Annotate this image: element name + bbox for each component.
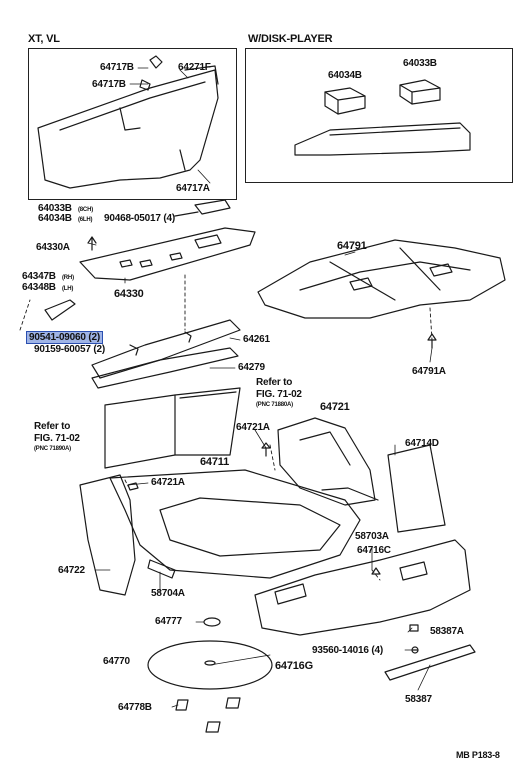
part-label-64717a[interactable]: 64717A [176,183,210,194]
part-label-58704a[interactable]: 58704A [151,588,185,599]
part-label-64721a-1[interactable]: 64721A [236,422,270,433]
part-label-64711[interactable]: 64711 [200,456,229,468]
part-label-64791[interactable]: 64791 [337,240,367,252]
part-note-64033b-a: (8CH) [78,207,93,213]
refer-note-2-line2[interactable]: FIG. 71-02 [34,433,80,444]
inset-xt-vl [28,48,237,200]
part-label-58703a[interactable]: 58703A [355,531,389,542]
part-label-90468[interactable]: 90468-05017 (4) [104,213,175,224]
trim-64261-64279 [91,319,241,389]
card-64714d [387,444,446,533]
part-label-64791a[interactable]: 64791A [412,366,446,377]
part-label-64714d[interactable]: 64714D [405,438,439,449]
part-64033b-shape [194,199,231,215]
part-label-64330[interactable]: 64330 [114,288,144,300]
part-label-58387[interactable]: 58387 [405,694,432,705]
part-label-90541-highlighted[interactable]: 90541-09060 (2) [26,331,103,344]
part-label-64777[interactable]: 64777 [155,616,182,627]
part-label-93560[interactable]: 93560-14016 (4) [312,645,383,656]
trunk-mat-64711 [109,469,361,579]
part-label-64770[interactable]: 64770 [103,656,130,667]
part-label-64034b-a[interactable]: 64034B [38,213,72,224]
part-label-90159[interactable]: 90159-60057 (2) [34,344,105,355]
part-label-64717b-1[interactable]: 64717B [100,62,134,73]
side-trim-64722 [79,474,136,596]
part-label-58387a[interactable]: 58387A [430,626,464,637]
part-label-64716g[interactable]: 64716G [275,660,313,672]
part-label-64778b[interactable]: 64778B [118,702,152,713]
part-note-64347b: (RH) [62,275,74,281]
part-label-64330a[interactable]: 64330A [36,242,70,253]
rear-trim-64716g [254,539,471,636]
refer-note-1-line2[interactable]: FIG. 71-02 [256,389,302,400]
inset-disk-player [245,48,513,183]
part-note-64348b: (LH) [62,286,74,292]
diagram-code: MB P183-8 [456,750,500,760]
refer-note-1-line1: Refer to [256,377,293,388]
shelf-disk-player [294,79,471,156]
part-note-64034b-a: (6LH) [78,217,93,223]
refer-note-1-line3: (PNC 71880A) [256,402,293,408]
part-label-64716c[interactable]: 64716C [357,545,391,556]
side-boards [104,387,241,469]
part-label-64261[interactable]: 64261 [243,334,270,345]
panel-64271f-64717a [37,55,219,189]
refer-note-2-line1: Refer to [34,421,71,432]
bracket-64347b [44,299,76,321]
part-label-64034b[interactable]: 64034B [328,70,362,81]
refer-note-2-line3: (PNC 71890A) [34,446,71,452]
part-label-64722[interactable]: 64722 [58,565,85,576]
section-title-disk-player: W/DISK-PLAYER [248,33,333,45]
part-label-64348b[interactable]: 64348B [22,282,56,293]
strip-58387 [384,644,476,681]
part-label-64271f[interactable]: 64271F [178,62,211,73]
shelf-64330 [79,227,256,281]
part-label-64279[interactable]: 64279 [238,362,265,373]
part-label-64721a-2[interactable]: 64721A [151,477,185,488]
pads-64778b [175,697,241,733]
part-label-64033b-a[interactable]: 64033B [38,203,72,214]
section-title-xt-vl: XT, VL [28,33,60,45]
side-well-64721 [261,417,379,506]
nut-64777 [203,617,221,627]
floor-panel-64791 [257,239,506,349]
part-label-64721[interactable]: 64721 [320,401,350,413]
part-label-64033b[interactable]: 64033B [403,58,437,69]
part-label-64717b-2[interactable]: 64717B [92,79,126,90]
part-label-64347b[interactable]: 64347B [22,271,56,282]
